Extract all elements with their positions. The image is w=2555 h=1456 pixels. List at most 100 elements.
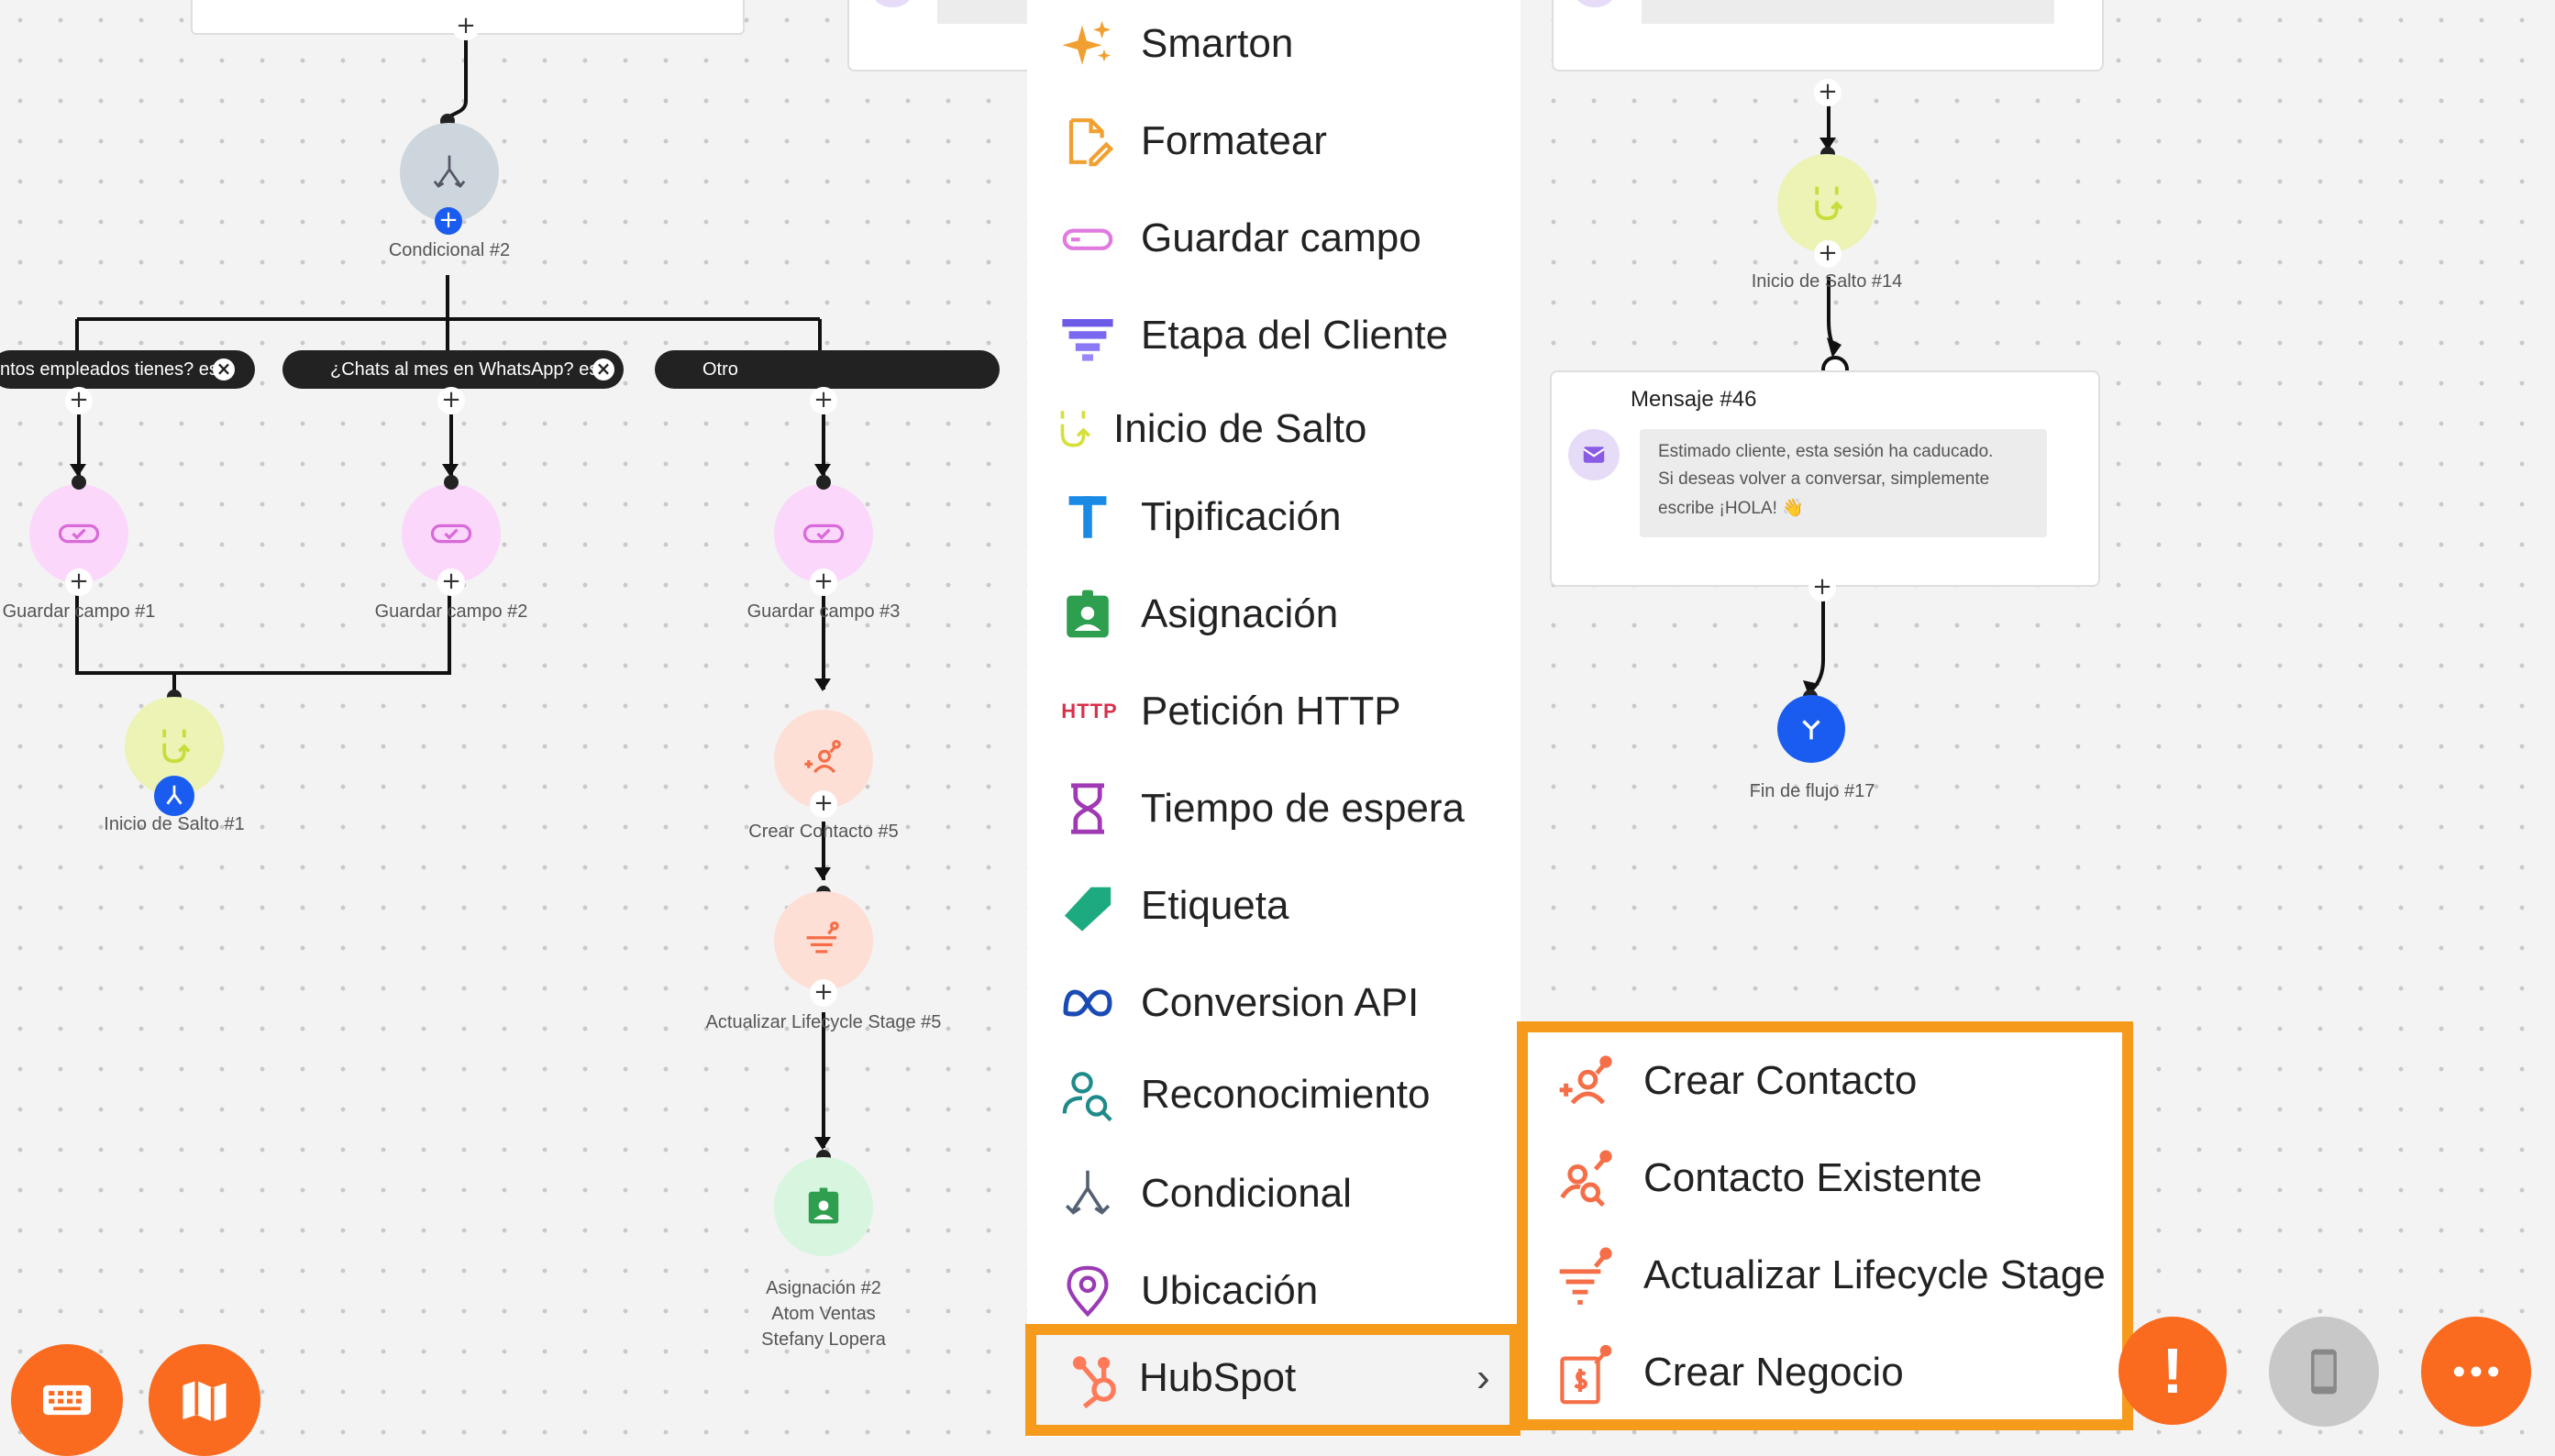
menu-item-label: Ubicación	[1141, 1268, 1319, 1313]
node-label: Guardar campo #3	[747, 601, 901, 622]
menu-item-label: Guardar campo	[1141, 215, 1421, 260]
save-field-icon	[1062, 228, 1113, 250]
jump-start-icon	[1815, 186, 1843, 221]
connector-dot	[72, 475, 86, 490]
add-step-button[interactable]: +	[65, 568, 93, 596]
save-field-icon	[430, 524, 472, 544]
hubspot-icon	[1072, 1356, 1116, 1409]
conditional-split-icon	[1065, 1170, 1111, 1215]
map-button[interactable]	[149, 1344, 260, 1456]
user-search-icon	[1062, 1072, 1112, 1122]
branch-label: ntos empleados tienes? es	[0, 359, 218, 380]
node-label: Stefany Lopera	[761, 1329, 886, 1350]
format-document-icon	[1068, 118, 1114, 167]
menu-item-conversion-api[interactable]: Conversion API	[1027, 959, 1521, 1047]
conditional-node[interactable]	[400, 123, 499, 222]
menu-item-inicio-salto[interactable]: Inicio de Salto	[1027, 385, 1521, 473]
save-field-node-1[interactable]	[29, 484, 128, 583]
alert-icon: !	[2162, 1335, 2184, 1406]
hubspot-lifecycle-icon	[1559, 1247, 1612, 1305]
add-step-button[interactable]: +	[437, 387, 465, 414]
menu-item-peticion-http[interactable]: HTTP Petición HTTP	[1027, 667, 1521, 756]
add-step-button[interactable]: +	[452, 13, 480, 40]
add-branch-button[interactable]: +	[435, 207, 462, 235]
typification-t-icon	[1068, 496, 1107, 538]
close-icon[interactable]: ×	[592, 358, 614, 381]
menu-item-tipificacion[interactable]: Tipificación	[1027, 473, 1521, 561]
alert-button[interactable]: !	[2118, 1317, 2227, 1425]
add-step-button[interactable]: +	[810, 790, 837, 818]
save-field-node-2[interactable]	[402, 484, 501, 583]
more-button[interactable]	[2421, 1317, 2531, 1427]
branch-pill-3[interactable]: Otro	[655, 350, 1000, 389]
add-step-button[interactable]: +	[1814, 240, 1842, 268]
add-step-button[interactable]: +	[810, 387, 837, 414]
add-step-button[interactable]: +	[810, 568, 837, 596]
node-label: Inicio de Salto #14	[1751, 271, 1903, 292]
menu-item-label: Conversion API	[1141, 980, 1420, 1025]
menu-item-label: Asignación	[1141, 591, 1339, 636]
node-label: Actualizar Lifecycle Stage #5	[705, 1012, 942, 1032]
menu-item-label: Petición HTTP	[1141, 689, 1401, 734]
node-label: Guardar campo #1	[2, 601, 156, 622]
assignment-node[interactable]	[774, 1157, 873, 1256]
lifecycle-node[interactable]	[774, 891, 873, 990]
meta-icon	[1063, 989, 1112, 1017]
menu-item-ubicacion[interactable]: Ubicación	[1027, 1247, 1521, 1335]
node-label: Asignación #2	[766, 1278, 881, 1298]
menu-item-guardar-campo[interactable]: Guardar campo	[1027, 194, 1521, 282]
http-icon: HTTP	[1061, 700, 1118, 722]
save-field-node-3[interactable]	[774, 484, 873, 583]
branch-pill-2[interactable]: ¿Chats al mes en WhatsApp? es ×	[282, 350, 624, 389]
menu-item-reconocimiento[interactable]: Reconocimiento	[1027, 1051, 1521, 1139]
menu-item-etapa-cliente[interactable]: Etapa del Cliente	[1027, 292, 1521, 380]
menu-item-asignacion[interactable]: Asignación	[1027, 570, 1521, 658]
phone-preview-button[interactable]	[2269, 1317, 2379, 1427]
more-icon	[2453, 1366, 2499, 1377]
hubspot-create-contact-icon	[1559, 1055, 1612, 1105]
jump-start-icon	[1060, 411, 1090, 447]
message-node-46[interactable]: Mensaje #46 Estimado cliente, esta sesió…	[1550, 370, 2100, 587]
node-label: Atom Ventas	[771, 1304, 876, 1324]
node-label: Guardar campo #2	[374, 601, 528, 622]
node-label: Fin de flujo #17	[1749, 781, 1875, 801]
message-icon	[1568, 429, 1620, 480]
add-step-button[interactable]: +	[65, 387, 93, 414]
save-field-icon	[58, 524, 100, 544]
add-step-button[interactable]: +	[1814, 79, 1842, 106]
close-icon[interactable]: ×	[213, 358, 235, 381]
menu-item-hubspot[interactable]: HubSpot ›	[1025, 1324, 1521, 1436]
menu-item-smarton[interactable]: Smarton	[1027, 0, 1521, 88]
submenu-item-contacto-existente[interactable]: Contacto Existente	[1528, 1130, 2122, 1227]
funnel-icon	[1062, 319, 1113, 361]
branch-pill-1[interactable]: ntos empleados tienes? es ×	[0, 350, 255, 389]
submenu-item-crear-contacto[interactable]: Crear Contacto	[1528, 1032, 2122, 1130]
add-step-button[interactable]: +	[810, 979, 837, 1007]
hubspot-lifecycle-icon	[806, 921, 839, 954]
connector-dot	[444, 475, 459, 490]
menu-item-label: Etapa del Cliente	[1141, 313, 1449, 358]
keyboard-button[interactable]	[11, 1344, 123, 1456]
jump-target-badge[interactable]	[154, 776, 194, 816]
message-title: Mensaje #46	[1631, 387, 1757, 412]
menu-item-etiqueta[interactable]: Etiqueta	[1027, 862, 1521, 950]
menu-item-formatear[interactable]: Formatear	[1027, 97, 1521, 185]
end-flow-node[interactable]	[1777, 695, 1845, 763]
submenu-item-crear-negocio[interactable]: Crear Negocio	[1528, 1324, 2122, 1421]
top-right-card[interactable]	[1552, 0, 2104, 72]
menu-item-label: Inicio de Salto	[1113, 406, 1367, 451]
add-step-button[interactable]: +	[437, 568, 465, 596]
hubspot-existing-contact-icon	[1560, 1150, 1612, 1208]
jump-start-node-14[interactable]	[1777, 154, 1876, 253]
branch-label: Otro	[702, 359, 738, 380]
menu-item-label: Formatear	[1141, 118, 1327, 163]
hourglass-icon	[1071, 783, 1104, 834]
message-bubble	[1640, 429, 2047, 537]
menu-item-condicional[interactable]: Condicional	[1027, 1150, 1521, 1238]
menu-item-tiempo-espera[interactable]: Tiempo de espera	[1027, 765, 1521, 853]
submenu-item-lifecycle-stage[interactable]: Actualizar Lifecycle Stage	[1528, 1227, 2122, 1324]
add-step-button[interactable]: +	[1808, 574, 1836, 601]
tag-icon	[1064, 887, 1112, 932]
message-text-line: Si deseas volver a conversar, simplement…	[1658, 469, 1990, 489]
